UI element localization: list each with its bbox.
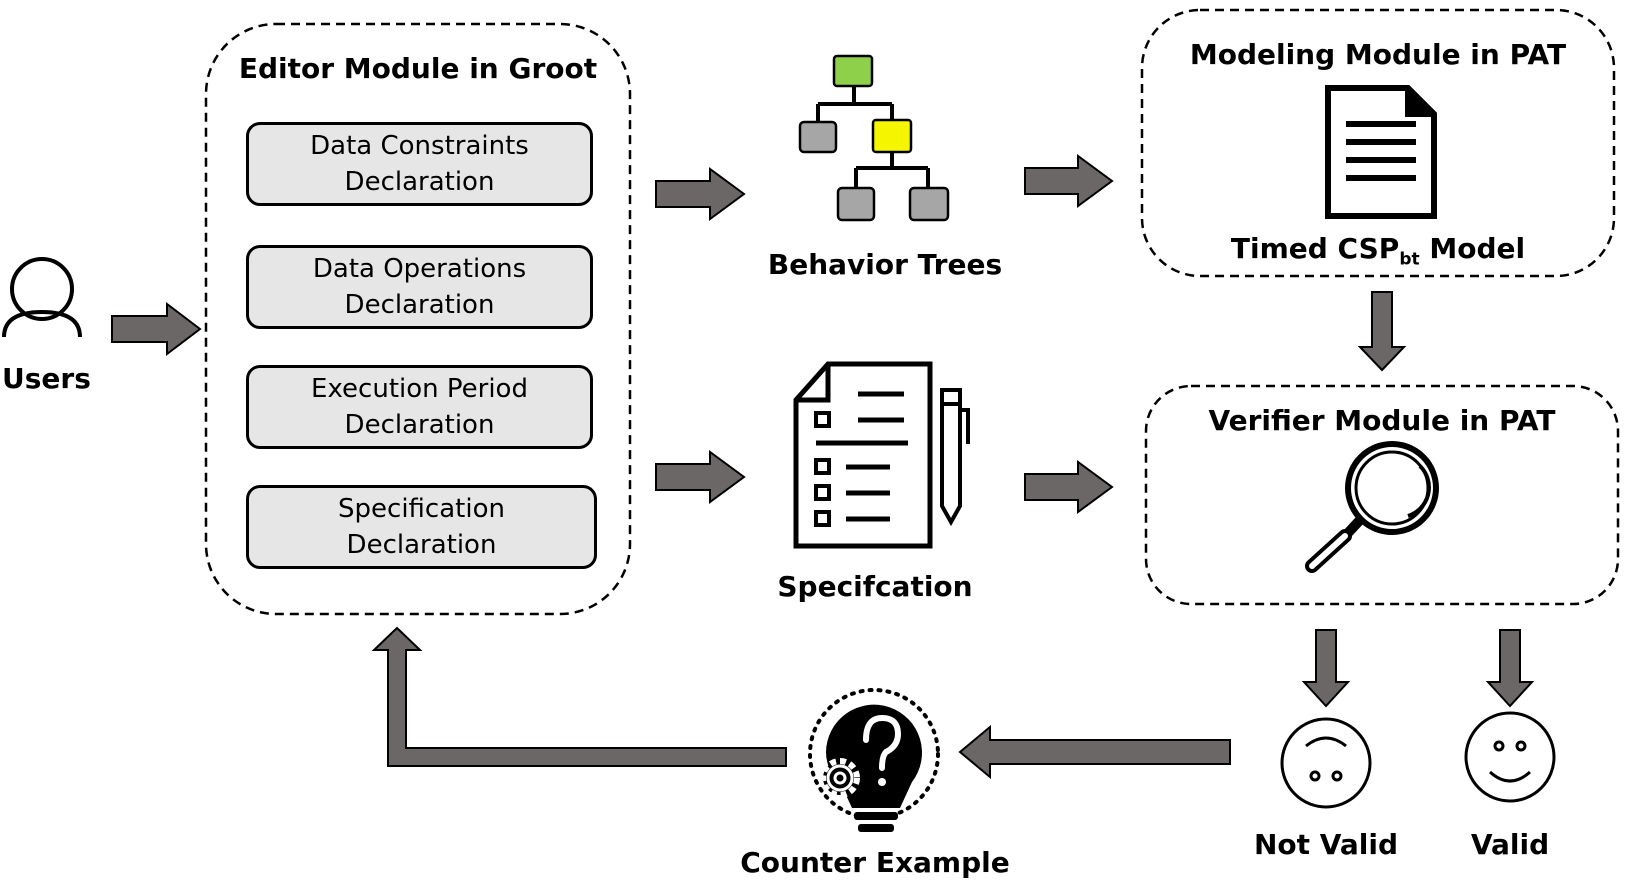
decl-line1: Specification <box>338 494 505 524</box>
decl-line1: Data Constraints <box>310 131 529 161</box>
arrow-verifier-to-valid <box>1485 629 1535 708</box>
editor-module-title: Editor Module in Groot <box>238 52 598 85</box>
arrow-editor-to-specification <box>655 450 746 504</box>
model-suffix: Model <box>1419 232 1526 265</box>
arrow-editor-to-behavior-trees <box>655 167 746 221</box>
decl-line2: Declaration <box>344 410 495 440</box>
decl-line2: Declaration <box>346 530 497 560</box>
specification-declaration[interactable]: Specification Declaration <box>246 485 597 569</box>
arrow-not-valid-to-counter-example <box>958 724 1231 780</box>
model-prefix: Timed CSP <box>1230 232 1400 265</box>
pen-icon <box>940 388 970 527</box>
execution-period-declaration[interactable]: Execution Period Declaration <box>246 365 593 449</box>
magnifier-icon <box>1305 441 1439 573</box>
verifier-module-title: Verifier Module in PAT <box>1208 404 1556 437</box>
editor-module-container <box>204 22 632 616</box>
sad-face-icon <box>1280 717 1372 809</box>
not-valid-label: Not Valid <box>1253 828 1399 861</box>
modeling-module-title: Modeling Module in PAT <box>1189 38 1567 71</box>
decl-line1: Execution Period <box>311 374 528 404</box>
counter-example-label: Counter Example <box>740 846 1010 879</box>
decl-line2: Declaration <box>344 290 495 320</box>
specification-label: Specifcation <box>777 570 973 603</box>
arrow-modeling-to-verifier <box>1357 291 1407 372</box>
arrow-verifier-to-not-valid <box>1301 629 1351 708</box>
data-constraints-declaration[interactable]: Data Constraints Declaration <box>246 122 593 206</box>
happy-face-icon <box>1464 711 1556 803</box>
timed-csp-model-label: Timed CSPbt Model <box>1142 232 1614 270</box>
model-subscript: bt <box>1399 249 1420 270</box>
behavior-trees-label: Behavior Trees <box>767 248 1003 281</box>
data-operations-declaration[interactable]: Data Operations Declaration <box>246 245 593 329</box>
arrow-counter-example-to-editor <box>371 626 787 767</box>
lightbulb-icon <box>808 688 940 832</box>
user-icon <box>2 257 82 338</box>
valid-label: Valid <box>1470 828 1550 861</box>
arrow-trees-to-modeling <box>1024 154 1114 208</box>
arrow-users-to-editor <box>111 301 202 357</box>
users-label: Users <box>2 362 91 395</box>
decl-line2: Declaration <box>344 167 495 197</box>
verifier-module-container <box>1144 384 1620 606</box>
behavior-tree-icon <box>798 54 950 222</box>
document-icon <box>1325 85 1437 219</box>
decl-line1: Data Operations <box>312 254 527 284</box>
arrow-spec-to-verifier <box>1024 460 1114 514</box>
checklist-icon <box>793 361 933 549</box>
